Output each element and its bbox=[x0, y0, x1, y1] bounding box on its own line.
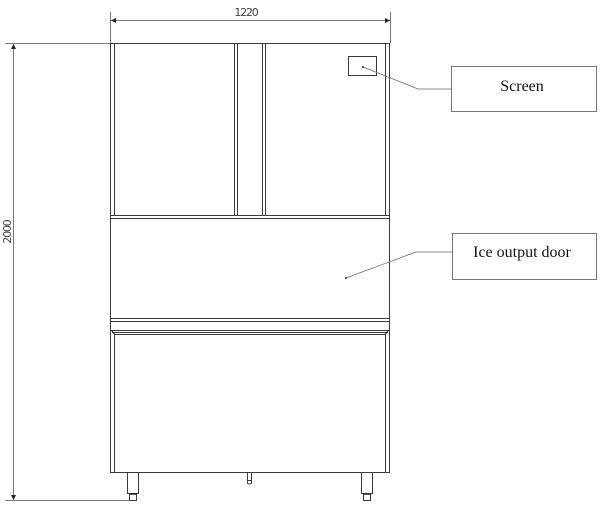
ice-door-leader-line bbox=[345, 251, 452, 279]
drain-pipe bbox=[247, 472, 252, 481]
upper-left-door bbox=[115, 44, 234, 215]
screen-callout-label: Screen bbox=[500, 78, 544, 95]
ice-output-door-panel bbox=[111, 219, 389, 318]
lower-section bbox=[110, 330, 390, 473]
height-dimension-label: 2000 bbox=[1, 219, 14, 243]
ice-output-door-callout: Ice output door bbox=[345, 233, 597, 280]
ice-output-section bbox=[110, 215, 390, 333]
left-leg-upper bbox=[127, 472, 139, 494]
width-dimension-label: 1220 bbox=[234, 6, 258, 19]
screen-panel bbox=[348, 56, 377, 76]
drain-outlet bbox=[247, 472, 252, 485]
height-dimension: 2000 bbox=[1, 43, 130, 501]
width-dimension: 1220 bbox=[110, 6, 391, 43]
screen-callout-box bbox=[451, 66, 597, 112]
upper-right-door bbox=[265, 44, 385, 215]
right-leg-upper bbox=[361, 472, 373, 494]
upper-section bbox=[114, 43, 386, 215]
lower-door bbox=[115, 335, 385, 472]
drain-tip bbox=[247, 480, 252, 485]
ice-door-callout-box bbox=[452, 233, 597, 280]
screen-callout: Screen bbox=[362, 66, 597, 112]
cabinet bbox=[110, 43, 390, 501]
screen-leader-line bbox=[362, 66, 451, 90]
lower-left-bevel bbox=[111, 330, 115, 472]
lower-right-bevel bbox=[385, 330, 389, 472]
ice-door-callout-label: Ice output door bbox=[473, 244, 571, 261]
left-leg bbox=[127, 472, 139, 501]
right-leg bbox=[361, 472, 373, 501]
